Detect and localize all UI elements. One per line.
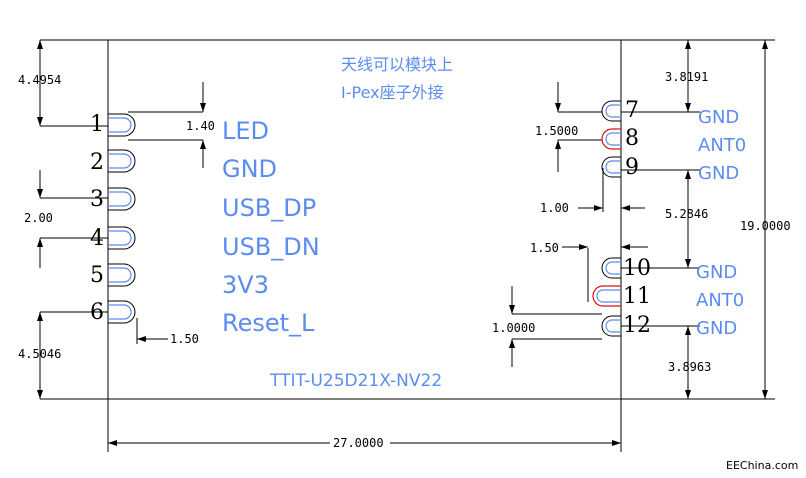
dim-pad-offset-group: 1.00 bbox=[540, 168, 645, 215]
signal-label-pin12: GND bbox=[696, 318, 737, 339]
dim-right-pad-width-group: 1.50 bbox=[530, 240, 648, 302]
dim-bottom-left-group: 4.5046 bbox=[18, 311, 108, 400]
dim-top-left-group: 4.4954 bbox=[18, 39, 108, 127]
dim-total-width-group: 27.0000 bbox=[107, 399, 622, 452]
left-pad-group bbox=[108, 113, 136, 324]
right-pad-group bbox=[592, 100, 621, 337]
signal-label-pin5: 3V3 bbox=[222, 271, 269, 299]
dim-group-gap-group: 5.2846 bbox=[621, 169, 708, 269]
dim-bottom-right: 3.8963 bbox=[668, 360, 711, 374]
pin-number-7: 7 bbox=[625, 98, 639, 123]
signal-label-pin7: GND bbox=[698, 107, 739, 128]
pin-number-10: 10 bbox=[623, 256, 651, 281]
pin-number-9: 9 bbox=[625, 155, 639, 180]
dim-top-right: 3.8191 bbox=[665, 70, 708, 84]
dim-bottom-pitch-group: 1.0000 bbox=[492, 286, 602, 367]
dim-gap-group: 2.00 bbox=[24, 170, 108, 268]
signal-label-pin9: GND bbox=[698, 163, 739, 184]
dim-pad-width: 1.50 bbox=[170, 332, 199, 346]
dim-pad-width-group: 1.50 bbox=[136, 318, 199, 346]
dim-group-gap: 5.2846 bbox=[665, 207, 708, 221]
signal-label-pin1: LED bbox=[222, 117, 269, 145]
dim-top-left: 4.4954 bbox=[18, 73, 61, 87]
signal-label-pin11: ANT0 bbox=[696, 290, 744, 311]
dim-right-pad-width: 1.50 bbox=[530, 241, 559, 255]
pin-number-4: 4 bbox=[90, 226, 104, 251]
pin-number-11: 11 bbox=[623, 284, 651, 309]
signal-label-pin8: ANT0 bbox=[698, 135, 746, 156]
dim-bottom-pitch: 1.0000 bbox=[492, 321, 535, 335]
part-number: TTIT-U25D21X-NV22 bbox=[269, 371, 442, 391]
dim-pin-pitch: 1.40 bbox=[186, 119, 215, 133]
antenna-note-line2: I-Pex座子外接 bbox=[341, 83, 444, 102]
signal-label-pin2: GND bbox=[222, 155, 277, 183]
dim-total-height: 19.0000 bbox=[740, 219, 791, 233]
signal-label-pin6: Reset_L bbox=[222, 309, 315, 337]
dim-pitch-group: 1.40 bbox=[128, 82, 215, 168]
signal-label-pin10: GND bbox=[696, 262, 737, 283]
pin-number-1: 1 bbox=[90, 112, 104, 137]
pin-number-5: 5 bbox=[90, 263, 104, 288]
pin-number-6: 6 bbox=[90, 300, 104, 325]
dim-total-width: 27.0000 bbox=[333, 436, 384, 450]
dim-right-pitch: 1.5000 bbox=[535, 124, 578, 138]
dim-right-pitch-group: 1.5000 bbox=[535, 82, 602, 172]
pin-number-8: 8 bbox=[625, 126, 639, 151]
dim-pad-offset: 1.00 bbox=[540, 201, 569, 215]
signal-label-pin3: USB_DP bbox=[222, 194, 316, 222]
watermark: EEChina.com bbox=[726, 459, 798, 472]
dim-pin-gap: 2.00 bbox=[24, 211, 53, 225]
antenna-note-line1: 天线可以模块上 bbox=[341, 55, 453, 74]
board-outline bbox=[107, 39, 622, 400]
dim-bottom-left: 4.5046 bbox=[18, 347, 61, 361]
signal-label-pin4: USB_DN bbox=[222, 233, 320, 261]
pin-number-3: 3 bbox=[90, 187, 104, 212]
pin-number-12: 12 bbox=[623, 313, 651, 338]
dim-total-height-group: 19.0000 bbox=[621, 39, 791, 400]
pin-number-2: 2 bbox=[90, 150, 104, 175]
